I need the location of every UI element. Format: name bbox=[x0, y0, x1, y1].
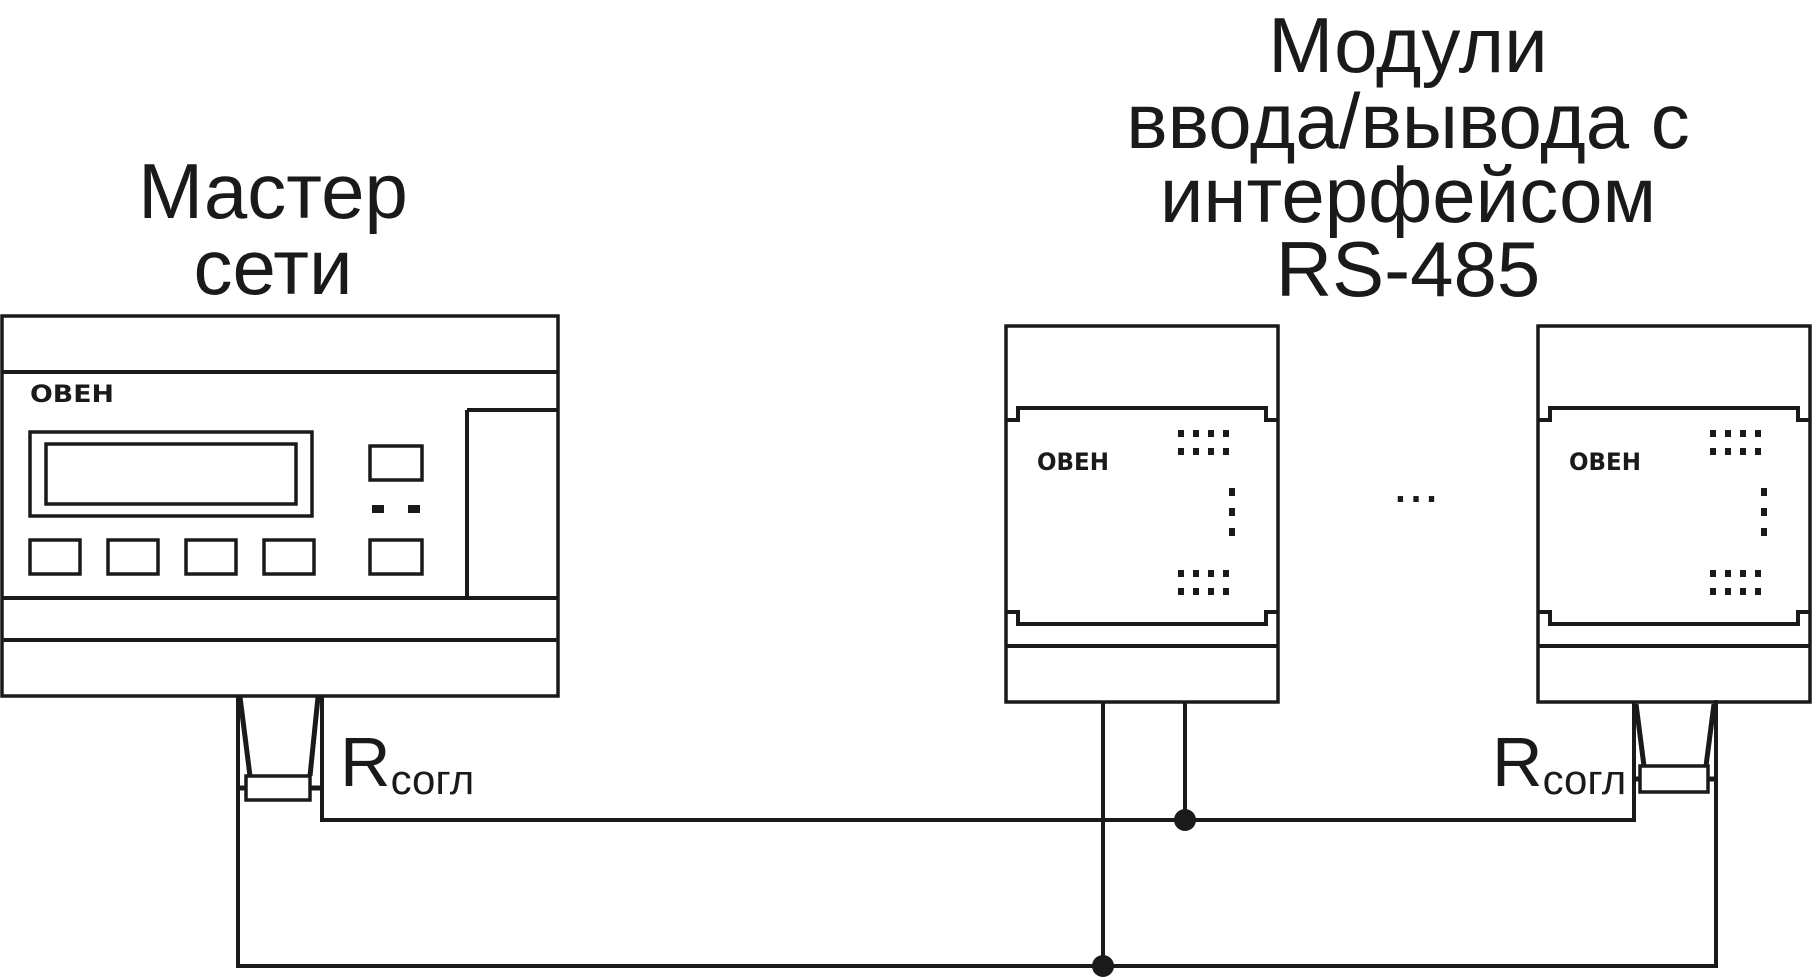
master-key-4 bbox=[262, 538, 316, 576]
master-key-2 bbox=[106, 538, 160, 576]
master-label-line2: сети bbox=[193, 223, 352, 311]
svg-text:Rсогл: Rсогл bbox=[1492, 723, 1626, 803]
resistor-left-body bbox=[244, 774, 312, 802]
brand-logo: ОВЕН bbox=[1037, 448, 1109, 476]
master-key-bottom-right bbox=[368, 538, 424, 576]
master-indicator-1 bbox=[372, 505, 384, 513]
resistor-right-symbol: R bbox=[1492, 723, 1543, 801]
module-1-leds-bottom bbox=[1178, 570, 1229, 595]
master-key-top-right bbox=[368, 444, 424, 482]
junction-upper bbox=[1174, 809, 1196, 831]
module-2-leds-side bbox=[1761, 488, 1767, 536]
module-1-leds-side bbox=[1229, 488, 1235, 536]
termination-resistor-left: Rсогл bbox=[237, 696, 474, 803]
resistor-left-subscript: согл bbox=[391, 756, 475, 803]
module-2-leds-bottom bbox=[1710, 570, 1761, 595]
master-key-3 bbox=[184, 538, 238, 576]
resistor-right-body bbox=[1638, 764, 1710, 794]
master-key-1 bbox=[28, 538, 82, 576]
modules-label-line3: интерфейсом bbox=[1160, 151, 1656, 239]
resistor-left-symbol: R bbox=[340, 723, 391, 801]
modules-label-line1: Модули bbox=[1268, 1, 1547, 89]
master-label-line1: Мастер bbox=[138, 147, 408, 235]
svg-text:Rсогл: Rсогл bbox=[340, 723, 474, 803]
bus-line-upper bbox=[320, 697, 1636, 822]
junction-lower bbox=[1092, 955, 1114, 977]
termination-resistor-right: Rсогл bbox=[1492, 703, 1717, 803]
more-modules-ellipsis: ... bbox=[1393, 451, 1440, 514]
modules-label-line4: RS-485 bbox=[1276, 225, 1540, 313]
brand-logo: ОВЕН bbox=[30, 380, 114, 408]
module-1-leds-top bbox=[1178, 430, 1229, 455]
resistor-right-subscript: согл bbox=[1543, 756, 1627, 803]
master-indicator-2 bbox=[408, 505, 420, 513]
bus-line-lower bbox=[236, 697, 1718, 968]
rs485-bus bbox=[236, 697, 1718, 977]
io-module-1: ОВЕН bbox=[1004, 324, 1280, 704]
io-module-2: ОВЕН bbox=[1536, 324, 1812, 704]
modules-label-line2: ввода/вывода с bbox=[1126, 77, 1690, 165]
brand-logo: ОВЕН bbox=[1569, 448, 1641, 476]
master-device: ОВЕН bbox=[0, 314, 560, 698]
module-2-leds-top bbox=[1710, 430, 1761, 455]
